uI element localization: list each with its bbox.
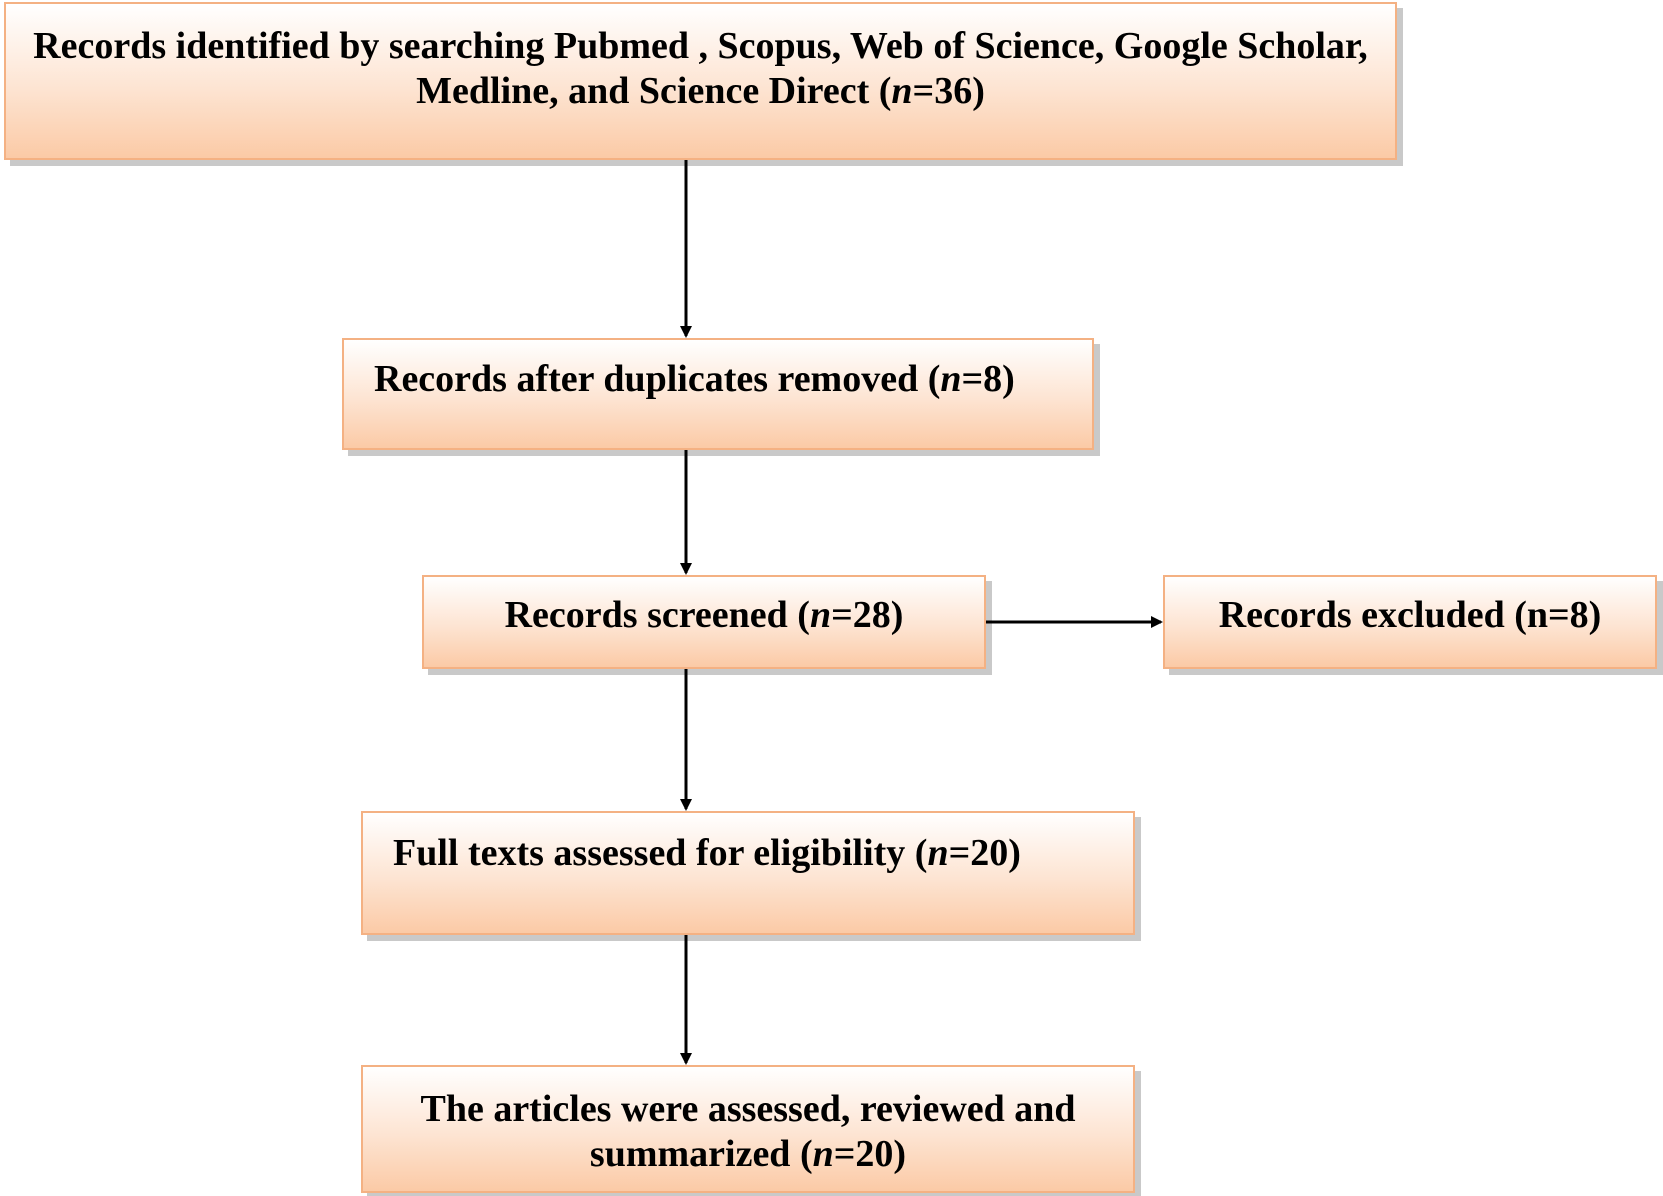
step-label-full-texts-assessed: Full texts assessed for eligibility (n=2…: [393, 832, 1021, 874]
step-box-articles-summarized: The articles were assessed, reviewed and…: [361, 1065, 1135, 1193]
step-label-duplicates-removed: Records after duplicates removed (n=8): [374, 358, 1015, 400]
step-box-records-excluded: Records excluded (n=8): [1163, 575, 1657, 669]
step-box-duplicates-removed: Records after duplicates removed (n=8): [342, 338, 1094, 450]
step-box-records-identified: Records identified by searching Pubmed ,…: [4, 2, 1397, 160]
step-label-articles-summarized: The articles were assessed, reviewed and…: [420, 1088, 1076, 1175]
step-label-records-identified: Records identified by searching Pubmed ,…: [33, 25, 1368, 112]
step-box-full-texts-assessed: Full texts assessed for eligibility (n=2…: [361, 811, 1135, 935]
step-label-records-screened: Records screened (n=28): [504, 594, 904, 636]
step-box-records-screened: Records screened (n=28): [422, 575, 986, 669]
step-label-records-excluded: Records excluded (n=8): [1218, 594, 1602, 636]
